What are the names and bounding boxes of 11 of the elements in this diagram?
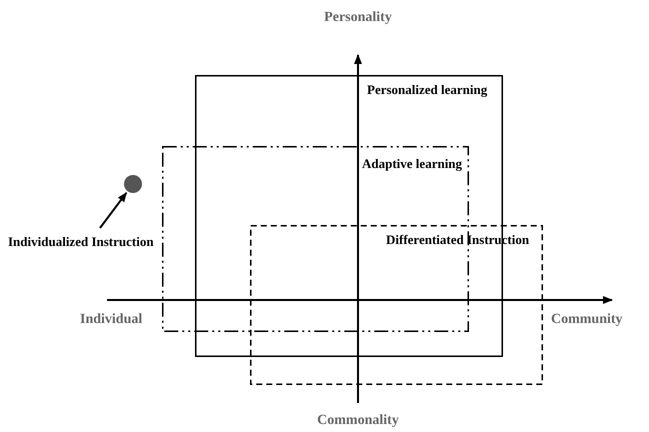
- callout-label: Individualized Instruction: [8, 234, 194, 250]
- axis-label: Personality: [324, 10, 392, 26]
- dot-marker: [124, 175, 142, 193]
- leader-arrow: [99, 192, 128, 229]
- region-label: Personalized learning: [367, 82, 488, 97]
- region-label: Adaptive learning: [362, 156, 462, 171]
- axis-label: Individual: [80, 312, 142, 328]
- region-frame: [250, 225, 543, 385]
- axis-label: Community: [551, 312, 623, 328]
- axis-label: Commonality: [317, 413, 399, 429]
- region-frame: [162, 146, 469, 332]
